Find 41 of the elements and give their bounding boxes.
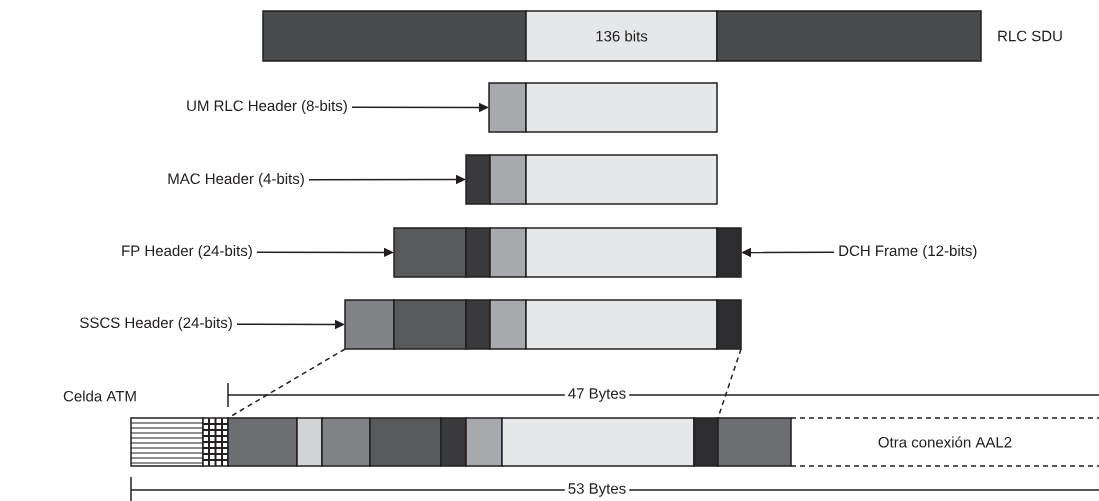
bar-segment — [525, 82, 718, 133]
bar-segment — [525, 227, 718, 278]
dashed-box: Otra conexión AAL2 — [790, 417, 1099, 467]
bar-segment — [525, 154, 718, 205]
bar-segment — [716, 299, 742, 350]
text-label: RLC SDU — [998, 30, 1062, 42]
bar-segment — [202, 417, 229, 467]
bar-segment — [525, 299, 718, 350]
header-label: UM RLC Header (8-bits) — [187, 100, 347, 114]
bar-segment — [489, 154, 527, 205]
bar-segment — [465, 299, 491, 350]
bar-segment — [440, 417, 467, 467]
bar-segment — [501, 417, 695, 467]
bar-segment — [262, 10, 527, 62]
bar-segment — [227, 417, 298, 467]
bar-segment — [489, 227, 527, 278]
dimension-label: 53 Bytes — [564, 480, 630, 500]
bar-segment — [716, 10, 982, 62]
bar-segment — [296, 417, 323, 467]
bar-segment — [489, 299, 527, 350]
bar-segment: 136 bits — [525, 10, 718, 62]
bar-segment — [321, 417, 371, 467]
bar-segment — [465, 417, 503, 467]
bar-segment — [465, 227, 491, 278]
bar-segment — [369, 417, 442, 467]
header-label: MAC Header (4-bits) — [168, 173, 304, 187]
bar-segment — [393, 227, 467, 278]
header-label: DCH Frame (12-bits) — [839, 245, 977, 259]
bar-segment — [465, 154, 491, 205]
bar-segment — [344, 299, 395, 350]
bar-segment — [488, 82, 527, 133]
text-label: Celda ATM — [63, 390, 136, 402]
header-label: SSCS Header (24-bits) — [80, 317, 232, 331]
bar-segment — [716, 227, 742, 278]
bar-segment — [717, 417, 792, 467]
dimension-label: 47 Bytes — [564, 385, 630, 405]
dashed-line — [717, 348, 742, 419]
bar-segment — [693, 417, 719, 467]
header-label: FP Header (24-bits) — [122, 245, 252, 259]
dashed-line — [227, 348, 346, 419]
bar-segment — [393, 299, 467, 350]
